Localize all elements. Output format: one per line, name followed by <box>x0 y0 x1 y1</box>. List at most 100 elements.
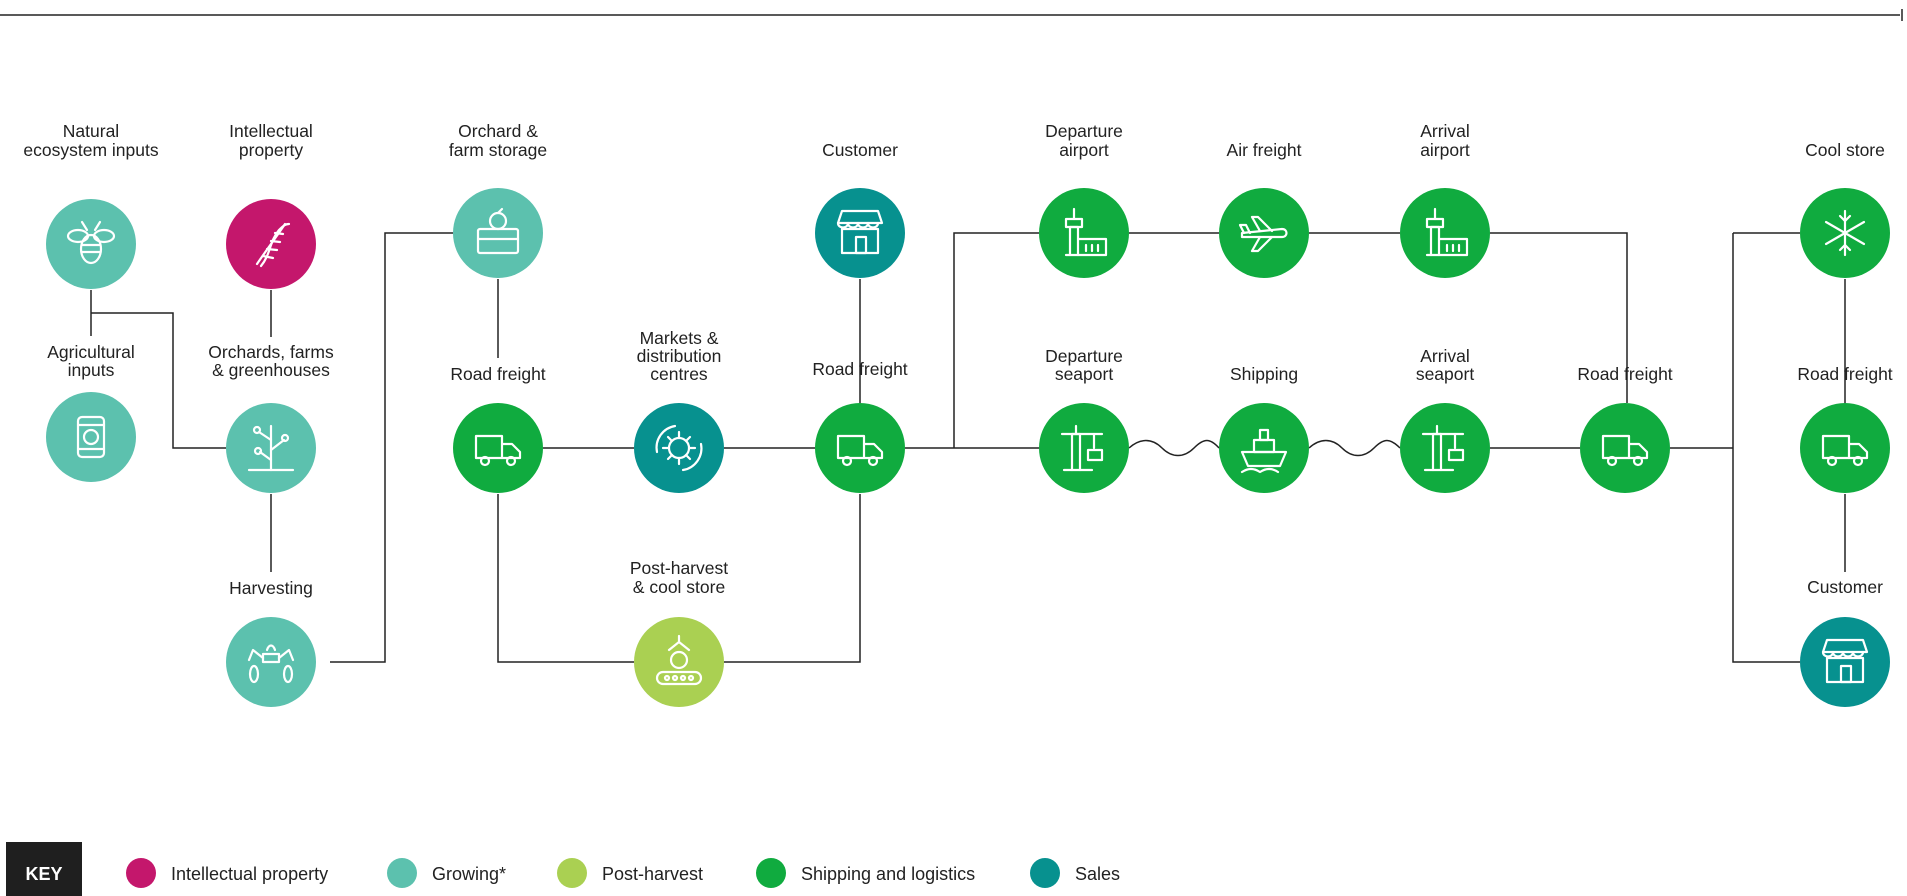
airport-tower-icon <box>1064 207 1108 257</box>
node-road2: Road freight <box>812 359 908 493</box>
plant-icon <box>247 424 295 472</box>
node-label: distribution <box>637 346 722 366</box>
node-label: Road freight <box>812 359 907 379</box>
connector-line <box>1128 439 1220 457</box>
port-crane-icon <box>1421 424 1465 472</box>
truck-icon <box>836 434 884 467</box>
node-shipping: Shipping <box>1219 364 1309 493</box>
truck-icon <box>1601 434 1649 467</box>
node-circle <box>1400 188 1490 278</box>
connector-line <box>91 312 226 449</box>
key-label: Shipping and logistics <box>801 864 975 884</box>
key-swatch <box>557 858 587 888</box>
node-label: Shipping <box>1230 364 1298 384</box>
key-item-ip: Intellectual property <box>126 858 328 888</box>
node-label: Road freight <box>1577 364 1672 384</box>
key-label: Growing* <box>432 864 506 884</box>
node-label: Agricultural <box>47 342 135 362</box>
key-title: KEY <box>25 864 62 884</box>
node-label: Orchards, farms <box>208 342 334 362</box>
dna-icon <box>255 222 291 268</box>
airport-tower-icon <box>1425 207 1469 257</box>
node-label: & cool store <box>633 577 725 597</box>
node-orchards: Orchards, farms& greenhouses <box>208 342 334 493</box>
shop-icon <box>1821 638 1869 684</box>
node-label: seaport <box>1055 364 1114 384</box>
node-road4: Road freight <box>1797 364 1893 493</box>
truck-icon <box>1821 434 1869 467</box>
node-label: Road freight <box>450 364 545 384</box>
bee-icon <box>66 220 116 265</box>
node-circle <box>1400 403 1490 493</box>
port-crane-icon <box>1060 424 1104 472</box>
node-label: Customer <box>1807 577 1883 597</box>
node-circle <box>634 403 724 493</box>
node-circle <box>1039 188 1129 278</box>
connector-line <box>1732 233 1800 663</box>
node-customer2: Customer <box>1800 577 1890 707</box>
node-label: airport <box>1420 140 1470 160</box>
node-customer1: Customer <box>815 140 905 278</box>
node-label: airport <box>1059 140 1109 160</box>
node-circle <box>1219 403 1309 493</box>
connector-line <box>497 494 634 663</box>
node-circle <box>1800 403 1890 493</box>
node-road1: Road freight <box>450 364 546 493</box>
gear-cycle-icon <box>655 424 703 472</box>
node-circle <box>46 392 136 482</box>
node-airfreight: Air freight <box>1219 140 1309 278</box>
truck-icon <box>474 434 522 467</box>
node-label: Post-harvest <box>630 558 728 578</box>
node-road3: Road freight <box>1577 364 1673 493</box>
node-label: Departure <box>1045 346 1123 366</box>
node-label: Intellectual <box>229 121 313 141</box>
timeline-arrow <box>0 9 1903 21</box>
key-swatch <box>756 858 786 888</box>
node-label: Air freight <box>1227 140 1302 160</box>
key-swatch <box>387 858 417 888</box>
node-label: Arrival <box>1420 121 1470 141</box>
node-circle <box>815 403 905 493</box>
node-circle <box>815 188 905 278</box>
connector-line <box>953 232 1039 448</box>
node-label: Customer <box>822 140 898 160</box>
node-label: farm storage <box>449 140 547 160</box>
node-circle <box>1039 403 1129 493</box>
harvest-robot-icon <box>247 644 295 684</box>
connector-lines <box>90 232 1846 663</box>
airplane-icon <box>1238 215 1288 253</box>
connector-line <box>330 232 453 663</box>
node-harvesting: Harvesting <box>226 578 316 707</box>
shop-icon <box>836 209 884 255</box>
fruit-crate-icon <box>476 207 520 255</box>
node-label: Departure <box>1045 121 1123 141</box>
node-label: Arrival <box>1420 346 1470 366</box>
node-label: Harvesting <box>229 578 313 598</box>
connector-line <box>1490 232 1628 403</box>
node-circle <box>634 617 724 707</box>
node-label: inputs <box>68 360 115 380</box>
ship-icon <box>1240 428 1288 474</box>
node-coolstore: Cool store <box>1800 140 1890 278</box>
key-item-sales: Sales <box>1030 858 1120 888</box>
node-label: & greenhouses <box>212 360 330 380</box>
node-circle <box>453 403 543 493</box>
key-swatch <box>1030 858 1060 888</box>
snowflake-icon <box>1824 209 1866 257</box>
connector-line <box>1308 439 1401 457</box>
conveyor-icon <box>655 634 703 686</box>
connector-line <box>724 494 861 663</box>
key-swatch <box>126 858 156 888</box>
key-item-growing: Growing* <box>387 858 506 888</box>
key-label: Sales <box>1075 864 1120 884</box>
key-title-box <box>6 842 82 896</box>
